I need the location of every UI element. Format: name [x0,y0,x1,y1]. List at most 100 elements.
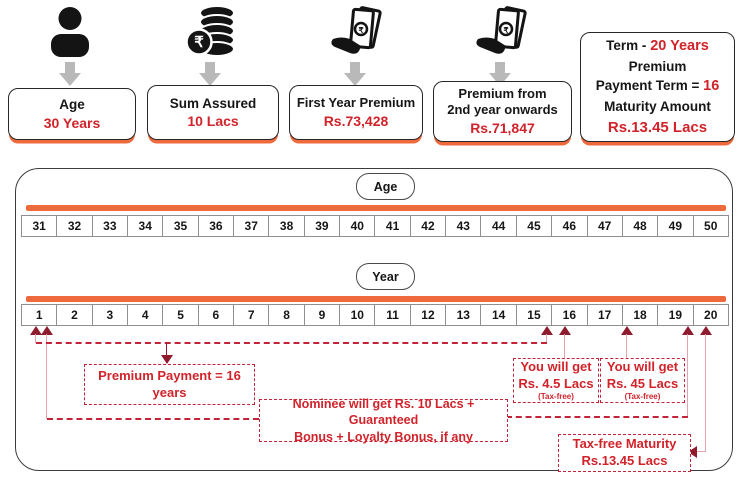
timeline-cell: 19 [657,304,694,326]
stem-year1-b [46,334,47,419]
down-arrow-icon [199,62,221,86]
up-arrow-year1-a [30,326,42,335]
hand-money-icon: ₹ [331,6,382,54]
age-pill: Age [356,173,415,200]
timeline-cell: 47 [586,215,623,237]
benefit18-line1: You will get [606,359,679,375]
summary-box: Term - 20 Years Premium Payment Term = 1… [580,32,735,142]
up-arrow-year20-b [700,326,712,335]
sum-assured-label: Sum Assured [169,95,257,111]
down-arrow-icon [344,62,366,86]
timeline-cell: 42 [409,215,447,237]
stem-year16-a [546,334,547,344]
timeline-cell: 3 [91,304,129,326]
timeline-cell: 33 [91,215,129,237]
rupee-coins-icon: ₹ [186,5,235,57]
up-arrow-year20-a [682,326,694,335]
renewal-premium-value: Rs.71,847 [470,120,535,137]
timeline-cell: 35 [162,215,199,237]
timeline-cell: 44 [480,215,517,237]
timeline-cell: 32 [56,215,93,237]
age-orange-bar [26,205,726,211]
nominee-text-line1: Nominee will get Rs. 10 Lacs + Guarantee… [292,397,475,428]
maturity-line1: Tax-free Maturity [572,436,677,452]
summary-payment-term-label: Payment Term = [595,78,700,94]
timeline-cell: 14 [480,304,517,326]
timeline-cell: 12 [409,304,447,326]
stem-year1-a [35,334,36,343]
timeline-cell: 17 [586,304,623,326]
stem-year18 [626,334,627,358]
timeline-cell: 18 [621,304,659,326]
benefit16-line1: You will get [520,359,592,375]
timeline-cell: 45 [515,215,553,237]
summary-payment-term-value: 16 [703,78,720,95]
timeline-cell: 2 [56,304,93,326]
stem-year20-a [687,334,688,417]
age-pill-label: Age [373,179,398,194]
timeline-cell: 8 [268,304,305,326]
nominee-text-line2: Bonus + Loyalty Bonus, if any [294,429,473,444]
stem-maturity-horizontal [697,451,706,452]
timeline-cell: 31 [21,215,58,237]
dashed-line-nominee-left [47,418,259,420]
dashed-line-premium-term [36,342,547,344]
benefit-year16-note: You will get Rs. 4.5 Lacs (Tax-free) [513,358,599,403]
timeline-cell: 43 [445,215,482,237]
first-premium-box: First Year Premium Rs.73,428 [289,85,423,140]
timeline-cell: 11 [374,304,411,326]
benefit18-line2: Rs. 45 Lacs [606,376,679,392]
down-arrow-icon [59,62,81,86]
timeline-cell: 39 [303,215,341,237]
timeline-cell: 49 [657,215,694,237]
sum-assured-value: 10 Lacs [187,113,239,130]
timeline-cell: 5 [162,304,199,326]
summary-term-line: Term - 20 Years [606,36,709,57]
timeline-cell: 36 [197,215,235,237]
dashed-line-nominee-right [506,416,688,418]
up-arrow-year16-a [541,326,553,335]
svg-text:₹: ₹ [358,26,363,35]
down-arrow-premium-payment [161,355,173,364]
timeline-cell: 6 [197,304,235,326]
renewal-premium-label2: 2nd year onwards [447,102,558,118]
year-pill-label: Year [372,269,399,284]
timeline-cell: 4 [127,304,164,326]
first-premium-value: Rs.73,428 [323,112,389,129]
timeline-cell: 40 [339,215,376,237]
up-arrow-year16-b [559,326,571,335]
timeline-cell: 20 [692,304,729,326]
summary-premium-label: Premium [628,58,687,74]
year-pill: Year [356,263,415,290]
benefit16-taxfree: (Tax-free) [538,391,574,401]
benefit16-line2: Rs. 4.5 Lacs [518,376,594,392]
timeline-cell: 13 [445,304,482,326]
benefit-year18-note: You will get Rs. 45 Lacs (Tax-free) [600,358,685,403]
stem-premium-payment [166,343,167,355]
premium-payment-text: Premium Payment = 16 years [98,367,241,400]
first-premium-label: First Year Premium [296,94,416,110]
left-arrow-maturity [688,446,697,458]
age-label: Age [59,97,85,113]
up-arrow-year18 [621,326,633,335]
maturity-note: Tax-free Maturity Rs.13.45 Lacs [558,434,691,472]
timeline-cell: 48 [621,215,659,237]
timeline-cell: 34 [127,215,164,237]
timeline-cell: 9 [303,304,341,326]
renewal-premium-label1: Premium from [458,85,547,101]
age-value: 30 Years [43,114,101,131]
timeline-cell: 41 [374,215,411,237]
summary-term-label: Term - [606,37,647,53]
up-arrow-year1-b [41,326,53,335]
summary-maturity-label: Maturity Amount [604,99,711,115]
benefit18-taxfree: (Tax-free) [624,391,661,401]
timeline-cell: 7 [233,304,270,326]
summary-term-value: 20 Years [650,37,709,54]
summary-maturity-value: Rs.13.45 Lacs [607,118,708,136]
stem-year20-b [705,334,706,452]
timeline-cell: 38 [268,215,305,237]
svg-text:₹: ₹ [503,26,508,35]
